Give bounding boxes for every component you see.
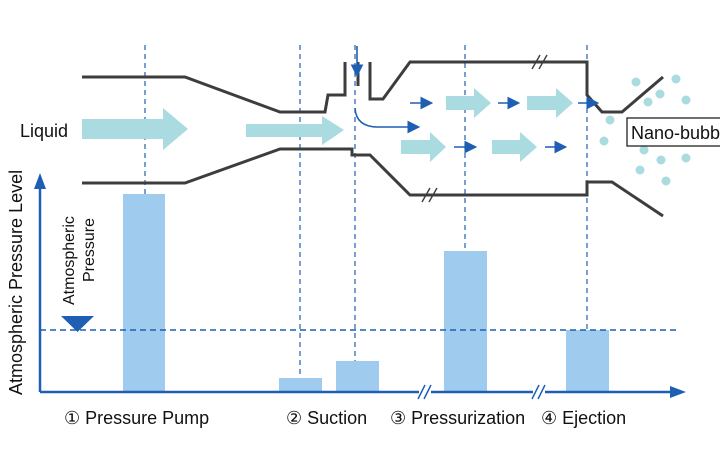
atmospheric-down-triangle (61, 316, 94, 332)
break-mark-top-1 (531, 54, 541, 70)
pressure-bars (123, 194, 609, 392)
x-axis-break-mark (417, 384, 426, 400)
pressure-bar (444, 251, 487, 392)
pressure-bar (123, 194, 165, 392)
x-axis-arrowhead (670, 386, 686, 398)
chamber-top-wall (368, 60, 664, 114)
break-mark-bottom-1 (421, 187, 431, 203)
bubble-dot (631, 77, 641, 87)
bubble-dot (605, 115, 615, 125)
x-axis-break-mark (423, 384, 432, 400)
x-axis-breaks (417, 384, 546, 400)
stage-label-pump: ① Pressure Pump (64, 408, 209, 428)
atmospheric-label-line-1: Atmospheric (61, 216, 78, 305)
stage-label-ejection: ④ Ejection (541, 408, 626, 428)
flow-arrow-4 (527, 88, 573, 118)
bubble-dot (635, 165, 645, 175)
y-axis-arrowhead (34, 173, 46, 189)
flow-arrow-3 (446, 88, 491, 118)
nano-bubbles-label-box (626, 117, 720, 147)
bubble-dot (671, 74, 681, 84)
bubble-dot (655, 89, 665, 99)
y-axis-title: Atmospheric Pressure Level (6, 170, 26, 395)
nano-bubbles-label: Nano-bubb (631, 123, 720, 143)
stage-label-suction: ② Suction (286, 408, 367, 428)
break-mark-bottom-2 (428, 187, 438, 203)
bubble-dot (656, 155, 666, 165)
flow-arrow-1 (82, 108, 188, 150)
flow-arrows (82, 88, 573, 162)
suction-curve-arrow (354, 107, 421, 134)
chart-axes (34, 173, 686, 398)
stage-label-pressurization: ③ Pressurization (390, 408, 525, 428)
liquid-label: Liquid (20, 121, 68, 141)
x-axis-break-mark (531, 384, 540, 400)
break-mark-top-2 (538, 54, 548, 70)
pressure-bar (336, 361, 379, 392)
flow-arrow-5 (401, 132, 446, 162)
pressure-bar (566, 330, 609, 392)
bubble-dot (599, 136, 609, 146)
pipe-bottom-wall (82, 147, 664, 218)
bubble-dot (661, 176, 671, 186)
flow-arrow-6 (492, 132, 537, 162)
bubble-dot (639, 145, 649, 155)
bubble-dot (643, 97, 653, 107)
atmospheric-label-line-2: Pressure (81, 218, 98, 282)
pressure-bar (279, 378, 322, 392)
pipe-top-wall (82, 62, 347, 114)
bubble-dot (681, 95, 691, 105)
stage-guide-lines (144, 45, 588, 378)
nozzle-pipe (82, 60, 664, 218)
flow-arrow-2 (246, 116, 344, 145)
x-axis-break-mark (537, 384, 546, 400)
small-flow-arrows (350, 46, 600, 154)
nano-bubble-dots (599, 74, 691, 186)
break-marks (421, 54, 548, 203)
bubble-dot (681, 153, 691, 163)
